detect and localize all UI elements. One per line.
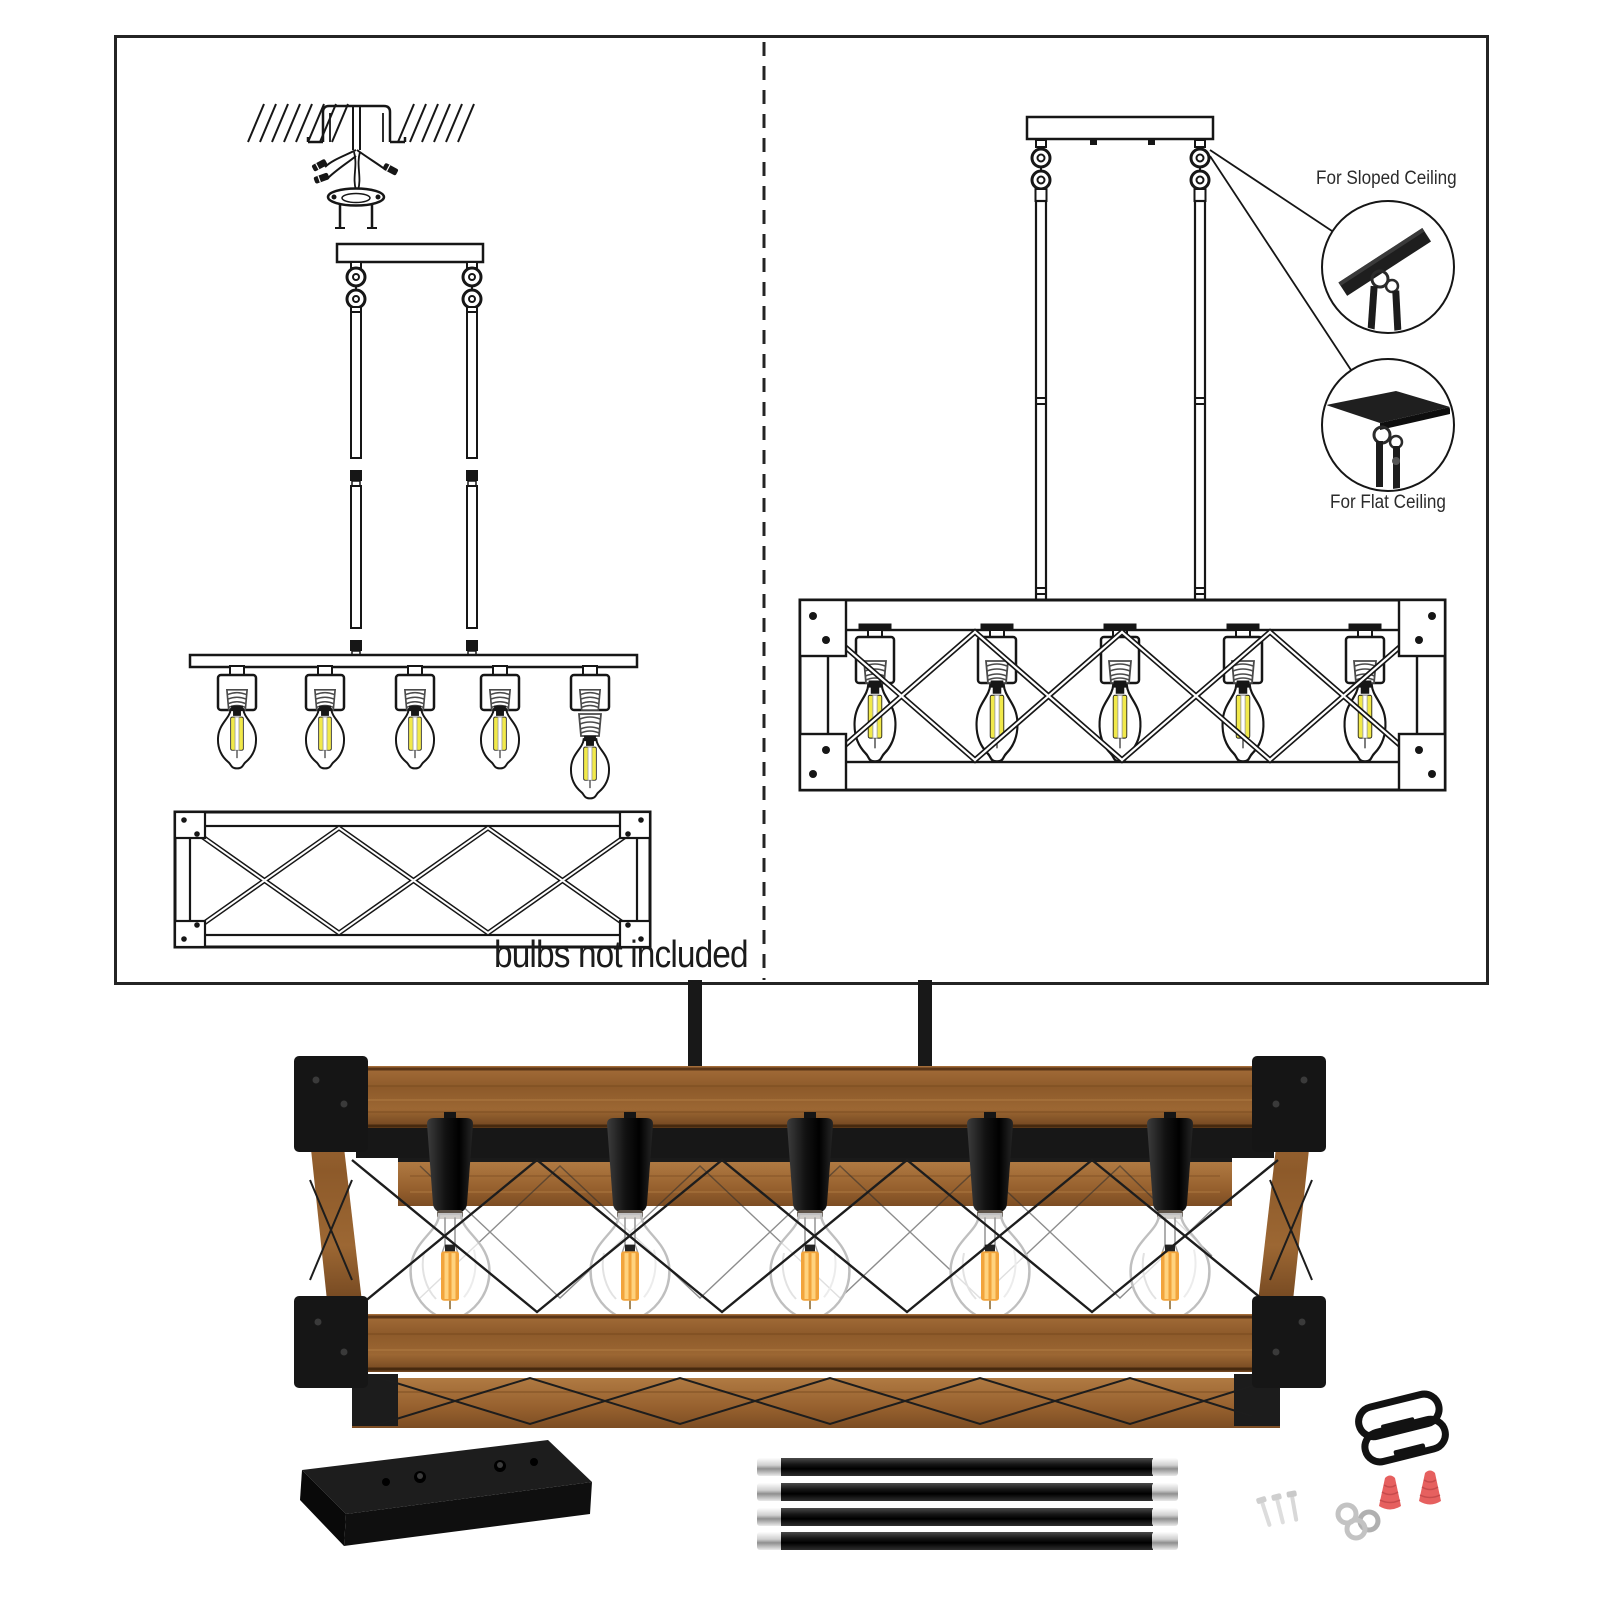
- bulb-row: [409, 1212, 1211, 1320]
- instruction-panel-border: [114, 35, 1489, 985]
- flat-ceiling-label: For Flat Ceiling: [1330, 492, 1446, 513]
- canopy-bar-drawing: [1025, 115, 1215, 141]
- wiring-drawing: [311, 149, 399, 191]
- downrod-drawing: [345, 260, 367, 657]
- hardware-parts: [300, 1390, 1449, 1550]
- cage-frame-drawing: [173, 810, 652, 949]
- bottom-wire-lattice: [379, 1376, 1253, 1426]
- socket-row-drawing: [218, 666, 609, 710]
- ceiling-hatch: [247, 103, 475, 143]
- side-wire-lattice: [309, 1179, 1313, 1281]
- wire-nut-parts: [1379, 1470, 1441, 1510]
- downrod-drawing: [1030, 138, 1052, 602]
- screw-parts: [1256, 1490, 1299, 1527]
- downrod-parts: [757, 1458, 1178, 1550]
- front-bottom-wood-rail: [316, 1314, 1304, 1372]
- bulb-row-drawing: [216, 705, 611, 800]
- corner-bracket: [1252, 1296, 1326, 1388]
- sloped-ceiling-callout: [1321, 200, 1455, 334]
- left-panel-drawing: [173, 103, 652, 949]
- quick-link-parts: [1355, 1390, 1449, 1466]
- washer-parts: [1335, 1502, 1381, 1541]
- downrod-drawing: [461, 260, 483, 657]
- corner-bracket: [294, 1056, 368, 1152]
- downrod-drawing: [1189, 138, 1211, 602]
- canopy-bar-drawing: [335, 242, 485, 264]
- callout-leader-lines: [1209, 149, 1352, 371]
- flat-ceiling-callout: [1321, 358, 1455, 492]
- assembled-fixture-drawing: [798, 598, 1447, 792]
- product-photo: [294, 980, 1326, 1428]
- junction-box-drawing: [306, 104, 407, 150]
- right-panel-drawing: [798, 115, 1455, 792]
- bulbs-not-included-note: bulbs not included: [494, 934, 749, 976]
- sloped-ceiling-label: For Sloped Ceiling: [1316, 168, 1457, 189]
- corner-bracket: [1252, 1056, 1326, 1152]
- front-wire-lattice: [351, 1158, 1279, 1314]
- canopy-plate-part: [300, 1440, 592, 1546]
- corner-bracket: [294, 1296, 368, 1388]
- mounting-ring-drawing: [326, 187, 386, 229]
